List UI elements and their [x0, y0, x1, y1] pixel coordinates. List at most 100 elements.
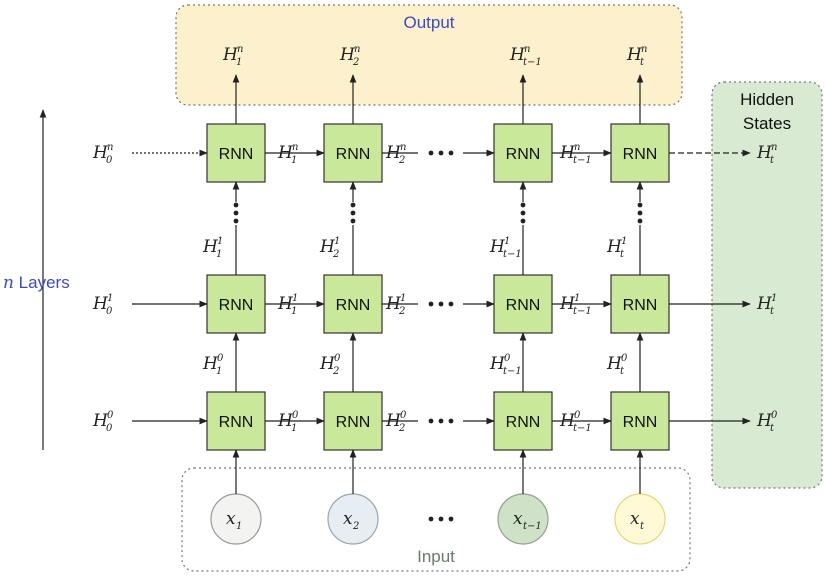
output-label-sup: n	[641, 44, 647, 55]
rnn-label: RNN	[219, 414, 254, 431]
rnn-label: RNN	[336, 414, 371, 431]
row-left-label-sup: 1	[107, 293, 113, 304]
row-left-label-sub: 0	[106, 155, 113, 166]
input-node	[327, 493, 379, 545]
vertical-ellipsis-dot	[637, 218, 643, 224]
vertical-ellipsis-dot	[233, 210, 239, 216]
vertical-ellipsis	[233, 202, 239, 224]
rnn-cell: RNN	[610, 123, 670, 183]
output-region	[175, 4, 683, 106]
row-between-label-text: H	[385, 143, 402, 163]
input-title: Input	[417, 547, 455, 566]
row-between-label-text: H	[277, 143, 294, 163]
input-ellipsis	[428, 516, 454, 522]
row-right-label-sup: 0	[771, 410, 778, 421]
rnn-label: RNN	[336, 297, 371, 314]
hidden-title-line1: Hidden	[740, 90, 794, 109]
row-ellipsis-dot	[448, 418, 454, 424]
row-between-label-sup: 0	[400, 410, 407, 421]
rnn-cell: RNN	[493, 274, 553, 334]
row-left-label-sub: 0	[106, 306, 113, 317]
vertical-ellipsis-dot	[233, 202, 239, 208]
input-ellipsis-dot	[428, 516, 434, 522]
input-region	[181, 467, 691, 572]
upper-vertical-label-text: H	[202, 237, 219, 257]
row-ellipsis-dot	[438, 418, 444, 424]
rnn-label: RNN	[506, 297, 541, 314]
row-between-label-sub: 2	[398, 155, 405, 166]
vertical-ellipsis	[637, 202, 643, 224]
upper-vertical-label-sup: 1	[504, 236, 510, 247]
row-ellipsis	[428, 150, 454, 156]
row-between-label-sup: n	[400, 142, 406, 153]
row-between-label-text: H	[277, 411, 294, 431]
rnn-label: RNN	[219, 146, 254, 163]
upper-vertical-label-text: H	[606, 237, 623, 257]
vertical-ellipsis-dot	[350, 218, 356, 224]
lower-vertical-label-text: H	[202, 354, 219, 374]
hidden-title-line2: States	[743, 114, 791, 133]
rnn-label: RNN	[623, 414, 658, 431]
row-ellipsis-dot	[438, 301, 444, 307]
rnn-cell: RNN	[323, 391, 383, 451]
output-label-text: H	[626, 45, 643, 65]
row-right-label-sub: t	[770, 155, 775, 166]
row-between-label-sub: t−1	[573, 306, 592, 317]
row-right-label-text: H	[756, 411, 773, 431]
upper-vertical-label-sub: 1	[216, 249, 222, 260]
row-between-label-sub: 1	[291, 423, 297, 434]
upper-vertical-label-sup: 1	[217, 236, 223, 247]
input-label-text: x	[630, 509, 640, 529]
row-ellipsis	[428, 418, 454, 424]
upper-vertical-label-sub: t	[620, 249, 625, 260]
vertical-ellipsis-dot	[350, 202, 356, 208]
rnn-cell: RNN	[323, 274, 383, 334]
row-between-label-sub: 2	[398, 423, 405, 434]
row-between-label-text: H	[385, 411, 402, 431]
vertical-ellipsis-dot	[520, 210, 526, 216]
row-ellipsis-dot	[428, 301, 434, 307]
input-ellipsis-dot	[448, 516, 454, 522]
row-between-label-sup: n	[574, 142, 580, 153]
upper-vertical-label-sup: 1	[334, 236, 340, 247]
vertical-ellipsis-dot	[520, 218, 526, 224]
row-left-label-sup: n	[107, 142, 113, 153]
row-ellipsis-dot	[448, 150, 454, 156]
row-between-label-sub: 1	[291, 306, 297, 317]
row-between-label-text: H	[559, 411, 576, 431]
row-between-label-text: H	[385, 294, 402, 314]
row-between-label-sup: 1	[400, 293, 406, 304]
input-label-text: x	[513, 509, 523, 529]
row-between-label-sup: 0	[292, 410, 299, 421]
lower-vertical-label-sup: 0	[334, 353, 341, 364]
rnn-cell: RNN	[610, 274, 670, 334]
rnn-cell: RNN	[493, 123, 553, 183]
row-left-label-text: H	[92, 294, 109, 314]
input-label-text: x	[343, 509, 353, 529]
output-label-sub: t	[640, 57, 645, 68]
hidden-states-region	[711, 81, 823, 489]
vertical-ellipsis	[350, 202, 356, 224]
upper-vertical-label-sub: 2	[332, 249, 339, 260]
rnn-cell: RNN	[206, 123, 266, 183]
lower-vertical-label-sub: 1	[216, 366, 222, 377]
rnn-cell: RNN	[206, 391, 266, 451]
row-left-label-sub: 0	[106, 423, 113, 434]
output-label-text: H	[509, 45, 526, 65]
